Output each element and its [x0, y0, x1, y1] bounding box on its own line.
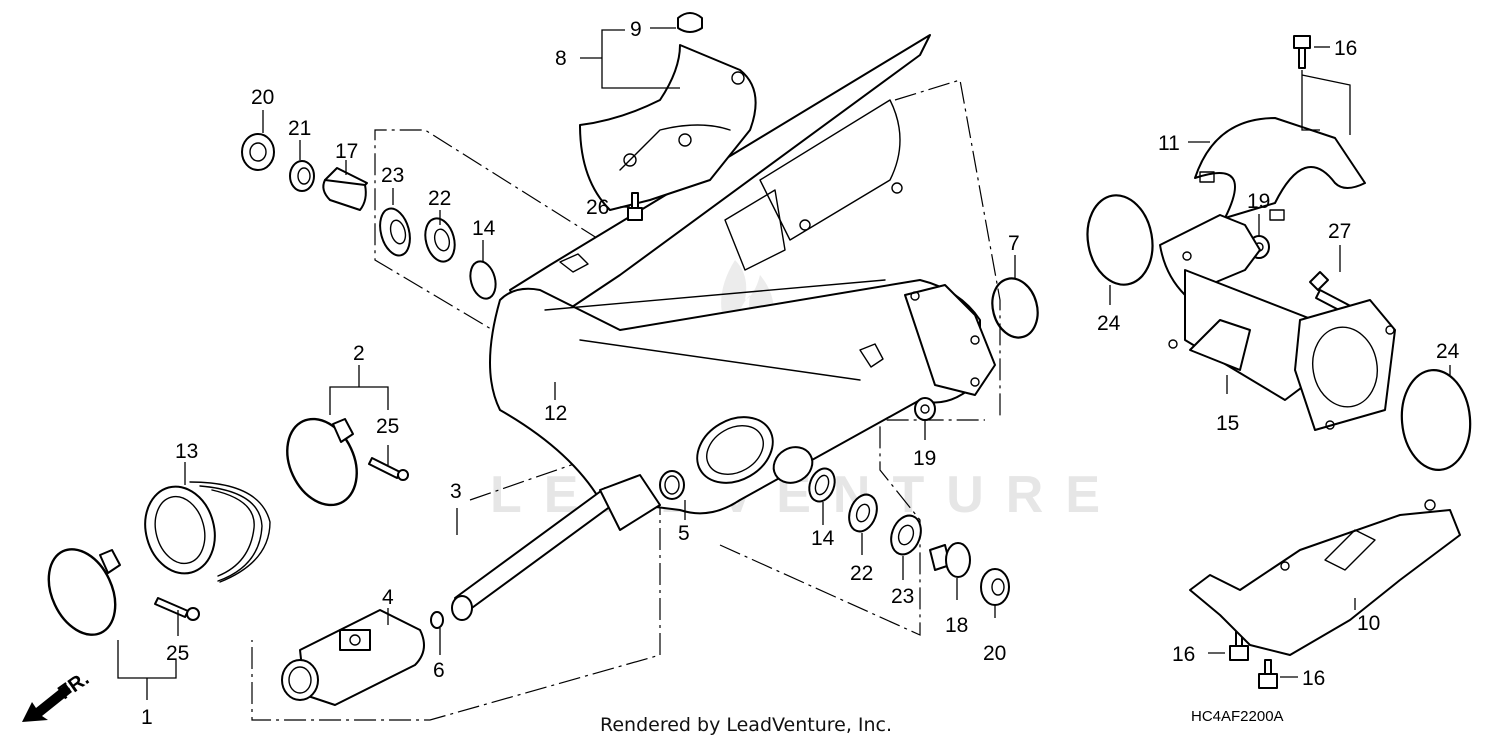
oring-part-24-right[interactable]: [1398, 367, 1474, 473]
circlip-part-6[interactable]: [430, 611, 444, 629]
callouts: 1 2 3 4 5 6 7 8 9 10 11 12 13 14 14 15 1…: [141, 18, 1460, 729]
callout-4: 4: [382, 586, 394, 609]
diagram-code: HC4AF2200A: [1191, 708, 1284, 725]
cover-part-8[interactable]: [579, 44, 757, 211]
seal-part-14-left[interactable]: [466, 259, 499, 302]
callout-5: 5: [678, 522, 690, 545]
callout-14-left: 14: [472, 217, 496, 240]
callout-24-right: 24: [1436, 340, 1460, 363]
callout-23-right: 23: [891, 585, 914, 608]
pipe-part-15[interactable]: [1159, 214, 1396, 431]
callout-16-bottom-left: 16: [1172, 643, 1195, 666]
guard-part-10[interactable]: [1189, 499, 1461, 656]
callout-19-mid: 19: [913, 447, 936, 470]
callout-1: 1: [141, 706, 153, 729]
nut-part-19-mid[interactable]: [914, 397, 936, 421]
bolt-part-16-bottom-right[interactable]: [1258, 659, 1278, 689]
band-part-2[interactable]: [274, 408, 370, 517]
callout-26: 26: [586, 196, 609, 219]
callout-11: 11: [1158, 132, 1180, 155]
boot-part-13[interactable]: [136, 479, 271, 583]
bolt-part-18[interactable]: [929, 542, 971, 578]
callout-6: 6: [433, 659, 445, 682]
callout-18: 18: [945, 614, 968, 637]
seal-part-14-right[interactable]: [805, 465, 839, 505]
callout-20-left: 20: [251, 86, 274, 109]
callout-13: 13: [175, 440, 198, 463]
render-credit: Rendered by LeadVenture, Inc.: [600, 714, 893, 736]
callout-25-upper: 25: [376, 415, 399, 438]
group-outline-frame: [894, 79, 1001, 420]
callout-21: 21: [288, 117, 311, 140]
callout-20-right: 20: [983, 642, 1006, 665]
shaft-part-3[interactable]: [451, 474, 661, 621]
front-direction-arrow: FR.: [22, 668, 93, 722]
seal-part-21[interactable]: [289, 160, 315, 192]
callout-16-bottom-right: 16: [1302, 667, 1325, 690]
callout-22-left: 22: [428, 187, 451, 210]
callout-22-right: 22: [850, 562, 873, 585]
group-outline-bearing-right: [719, 419, 985, 636]
nut-part-20-right[interactable]: [980, 568, 1010, 606]
bearing-part-22-left[interactable]: [421, 215, 459, 265]
callout-27: 27: [1328, 220, 1351, 243]
callout-12: 12: [544, 402, 567, 425]
swingarm-part-12[interactable]: [489, 34, 996, 515]
bearing-part-22-right[interactable]: [844, 491, 881, 536]
universal-joint-part-4[interactable]: [281, 609, 425, 706]
callout-16-top: 16: [1334, 37, 1357, 60]
callout-9: 9: [630, 18, 642, 41]
callout-25-lower: 25: [166, 642, 189, 665]
collar-part-17[interactable]: [322, 167, 368, 211]
nut-part-20-left[interactable]: [241, 133, 275, 171]
bearing-part-23-right[interactable]: [886, 511, 926, 558]
plug-part-9[interactable]: [677, 12, 703, 33]
callout-23-left: 23: [381, 164, 404, 187]
callout-8: 8: [555, 47, 567, 70]
callout-3: 3: [450, 480, 462, 503]
callout-24-left: 24: [1097, 312, 1121, 335]
callout-10: 10: [1357, 612, 1380, 635]
callout-19-top: 19: [1247, 190, 1270, 213]
screw-part-25-upper[interactable]: [368, 457, 409, 481]
callout-14-right: 14: [811, 527, 835, 550]
band-part-1[interactable]: [36, 539, 128, 646]
bolt-part-16-top[interactable]: [1293, 35, 1311, 69]
screw-part-25-lower[interactable]: [154, 597, 200, 621]
callout-15: 15: [1216, 412, 1239, 435]
group-outline-shaft: [251, 454, 661, 721]
callout-17: 17: [335, 140, 358, 163]
holder-part-11[interactable]: [1194, 117, 1366, 221]
bearing-part-23-left[interactable]: [375, 205, 414, 259]
callout-7: 7: [1008, 232, 1020, 255]
oring-part-24-left[interactable]: [1081, 190, 1160, 290]
callout-2: 2: [353, 342, 365, 365]
oring-part-7[interactable]: [986, 273, 1044, 342]
bolt-part-26[interactable]: [627, 192, 643, 221]
leader-lines: [117, 27, 1451, 700]
spring-part-5[interactable]: [659, 470, 685, 500]
